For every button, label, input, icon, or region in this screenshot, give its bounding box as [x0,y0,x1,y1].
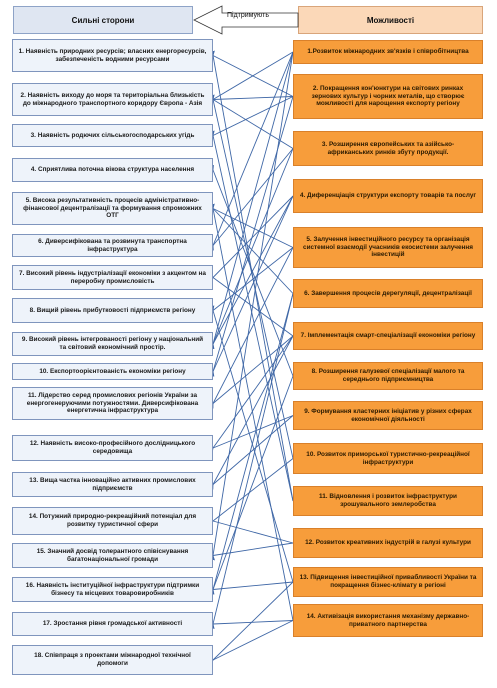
link-s6-o1 [208,51,294,251]
link-s2-o1 [207,51,294,105]
link-s18-o13 [207,581,294,666]
opportunity-item-5: 5. Залучення інвестиційного ресурсу та о… [293,227,483,268]
strength-item-9: 9. Високий рівень інтегрованості регіону… [12,332,213,356]
link-s16-o8 [208,375,294,595]
opportunity-item-3: 3. Розширення європейських та азійсько-а… [293,131,483,166]
opportunity-item-12: 12. Розвиток креативних індустрій в галу… [293,528,483,558]
strength-item-11: 11. Лідерство серед промислових регіонів… [12,387,213,420]
link-s16-o6 [209,293,294,595]
link-s5-o14 [209,203,294,621]
strength-item-10: 10. Експортоорієнтованість економіки рег… [12,363,213,380]
link-s3-o11 [209,130,294,502]
support-arrow-label: Підтримують [226,12,270,19]
opportunity-item-10: 10. Розвиток приморської туристично-рекр… [293,443,483,474]
link-s12-o7 [208,335,294,454]
strength-item-5: 5. Висока результативність процесів адмі… [12,192,213,225]
strength-item-2: 2. Наявність виходу до моря та територіа… [12,83,213,116]
strength-item-16: 16. Наявність інституційної інфраструкту… [12,577,213,602]
link-s13-o7 [208,335,294,490]
strength-item-12: 12. Наявність високо-професійного дослід… [12,435,213,461]
link-s18-o14 [207,620,294,665]
link-s17-o6 [209,293,294,630]
strength-item-13: 13. Вища частка інноваційно активних про… [12,472,213,497]
link-s17-o14 [208,620,294,627]
opportunity-item-6: 6. Завершення процесів дерегуляції, деце… [293,279,483,308]
strengths-header: Сильні сторони [13,6,193,34]
strength-item-4: 4. Сприятлива поточна вікова структура н… [12,158,213,182]
strength-item-18: 18. Співпраця з проектами міжнародної те… [12,645,213,675]
opportunity-item-2: 2. Покращення кон'юнктури на світових ри… [293,74,483,119]
strength-item-15: 15. Значний досвід толерантного співісну… [12,543,213,568]
opportunity-item-13: 13. Підвищення інвестиційної привабливос… [293,567,483,597]
opportunity-item-14: 14. Активізація використання механізму д… [293,604,483,637]
link-s13-o9 [207,415,294,490]
opportunity-item-7: 7. Імплементація смарт-спеціалізації еко… [293,322,483,350]
strength-item-1: 1. Наявність природних ресурсів; власних… [12,39,213,72]
link-s8-o5 [207,247,294,316]
opportunity-item-4: 4. Диференціація структури експорту това… [293,179,483,213]
link-s2-o2 [208,96,294,103]
link-s14-o10 [207,458,294,526]
link-s7-o4 [207,195,294,283]
opportunity-item-8: 8. Розширення галузевої спеціалізації ма… [293,362,483,390]
opportunity-item-9: 9. Формування кластерних ініціатив у різ… [293,401,483,430]
link-s12-o9 [207,415,294,453]
opportunity-item-1: 1.Розвиток міжнародних зв'язків і співро… [293,40,483,64]
strength-item-7: 7. Високий рівень індустріалізації еконо… [12,265,213,290]
link-s16-o13 [208,581,294,593]
strength-item-6: 6. Диверсифікована та розвинута транспор… [12,234,213,257]
link-s2-o3 [207,94,294,149]
link-s5-o6 [207,203,294,294]
link-s9-o1 [209,51,294,350]
link-s8-o13 [209,305,294,583]
opportunities-header: Можливості [298,6,483,34]
link-s5-o5 [207,204,294,248]
link-s10-o2 [209,96,294,377]
link-s11-o5 [208,247,294,409]
link-s14-o12 [207,517,294,544]
link-s10-o4 [208,195,294,377]
strength-item-8: 8. Вищий рівень прибутковості підприємст… [12,298,213,323]
link-s3-o2 [207,96,294,140]
opportunity-item-11: 11. Відновлення і розвиток інфраструктур… [293,486,483,516]
link-s15-o1 [209,51,294,561]
link-s9-o3 [208,148,294,350]
link-s7-o7 [207,272,294,337]
strength-item-17: 17. Зростання рівня громадської активнос… [12,612,213,636]
link-s9-o4 [208,195,294,350]
strength-item-14: 14. Потужний природно-рекреаційний потен… [12,507,213,535]
strength-item-3: 3. Наявність родючих сільськогосподарськ… [12,124,213,147]
